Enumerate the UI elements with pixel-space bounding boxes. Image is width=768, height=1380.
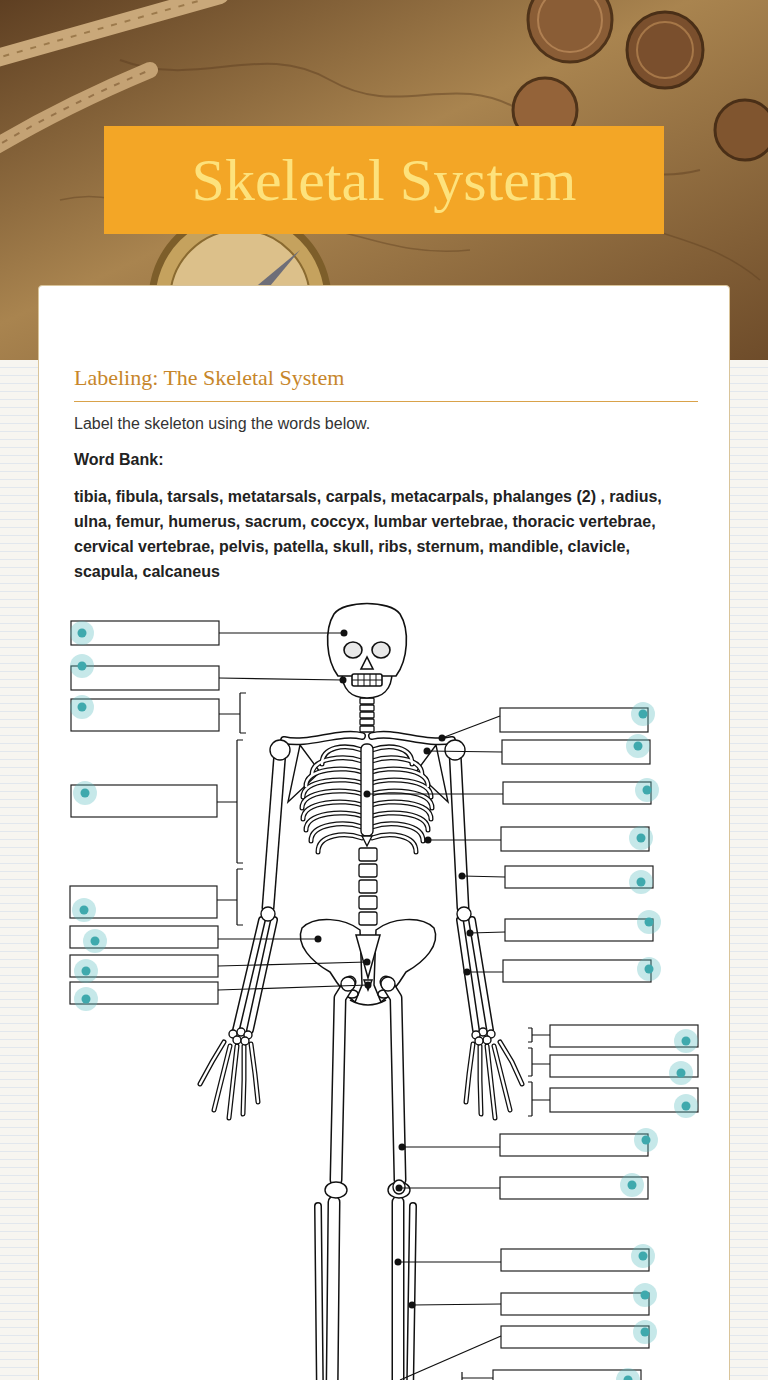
word-bank-label: Word Bank: <box>74 450 698 470</box>
pelvis <box>300 920 435 1005</box>
section-heading: Labeling: The Skeletal System <box>74 365 698 402</box>
answer-boxes <box>70 621 698 1380</box>
word-bank-list: tibia, fibula, tarsals, metatarsals, car… <box>74 484 698 584</box>
long-bones <box>236 735 490 1380</box>
title-banner: Skeletal System <box>104 126 664 234</box>
joints <box>229 740 495 1198</box>
drop-target-dots <box>70 621 698 1380</box>
leader-dots <box>315 630 474 1309</box>
sternum <box>361 744 373 846</box>
leader-lines <box>217 633 550 1380</box>
skull <box>328 604 407 699</box>
page-title: Skeletal System <box>192 145 577 215</box>
worksheet-card: Labeling: The Skeletal SystemLabel the s… <box>38 285 730 1380</box>
instruction-text: Label the skeleton using the words below… <box>74 414 698 434</box>
